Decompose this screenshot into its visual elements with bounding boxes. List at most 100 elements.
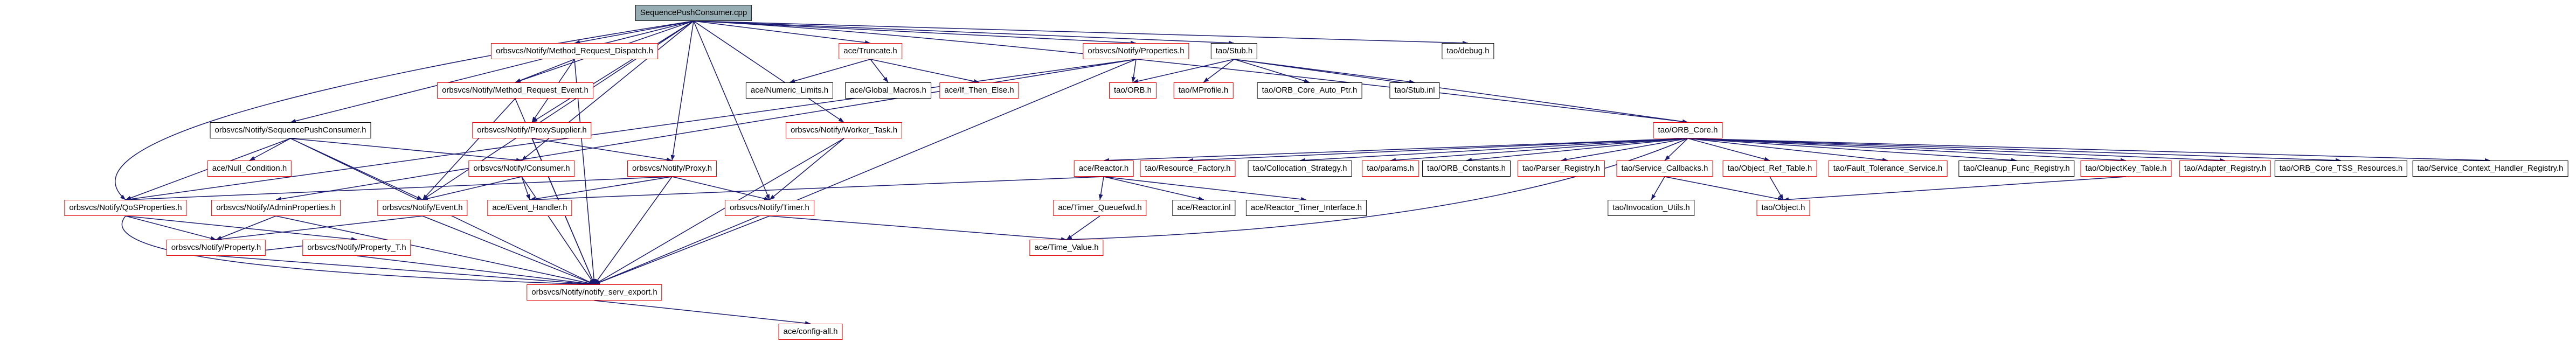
- graph-edge-orbcore-params: [1390, 138, 1688, 163]
- graph-node-objref[interactable]: tao/Object_Ref_Table.h: [1722, 160, 1817, 177]
- graph-node-worker[interactable]: orbsvcs/Notify/Worker_Task.h: [785, 122, 903, 138]
- graph-edge-cpp-worker: [693, 20, 844, 123]
- graph-edge-orbcore-objkey: [1687, 138, 2127, 163]
- graph-node-params[interactable]: tao/params.h: [1362, 160, 1419, 177]
- graph-edge-cpp-truncate: [693, 20, 871, 45]
- graph-node-svccb[interactable]: tao/Service_Callbacks.h: [1616, 160, 1713, 177]
- graph-node-stubinl[interactable]: tao/Stub.inl: [1389, 82, 1440, 99]
- graph-node-mrd[interactable]: orbsvcs/Notify/Method_Request_Dispatch.h: [491, 43, 658, 59]
- graph-node-mprofile[interactable]: tao/MProfile.h: [1173, 82, 1234, 99]
- graph-node-globmac[interactable]: ace/Global_Macros.h: [845, 82, 931, 99]
- graph-edge-props-orb: [1131, 59, 1137, 83]
- graph-node-svcctx[interactable]: tao/Service_Context_Handler_Registry.h: [2412, 160, 2568, 177]
- graph-node-debug[interactable]: tao/debug.h: [1442, 43, 1494, 59]
- graph-edge-stub-orbcoreauto: [1234, 59, 1310, 83]
- graph-edge-worker-export: [594, 138, 844, 285]
- graph-node-evhandler[interactable]: ace/Event_Handler.h: [487, 200, 572, 216]
- graph-edge-cpp-mrd: [574, 20, 694, 45]
- graph-node-mre[interactable]: orbsvcs/Notify/Method_Request_Event.h: [437, 82, 593, 99]
- graph-edge-orbcore-parser: [1561, 138, 1688, 162]
- graph-edge-cpp-proxsup: [531, 20, 694, 123]
- graph-node-ifthen[interactable]: ace/If_Then_Else.h: [939, 82, 1019, 99]
- graph-edge-reactor-evhandler: [529, 176, 1104, 202]
- graph-edge-proxsup-proxy: [531, 138, 673, 162]
- graph-node-resfact[interactable]: tao/Resource_Factory.h: [1140, 160, 1236, 177]
- graph-edge-proxy-qos: [125, 176, 673, 202]
- graph-edge-objkey-object: [1783, 176, 2127, 202]
- graph-node-export[interactable]: orbsvcs/Notify/notify_serv_export.h: [527, 284, 662, 301]
- graph-node-truncate[interactable]: ace/Truncate.h: [839, 43, 902, 59]
- graph-node-fault[interactable]: tao/Fault_Tolerance_Service.h: [1828, 160, 1948, 177]
- graph-node-orb[interactable]: tao/ORB.h: [1109, 82, 1157, 99]
- graph-node-cpp: SequencePushConsumer.cpp: [635, 5, 752, 21]
- graph-edge-cpp-spch: [290, 20, 694, 123]
- graph-edge-reactor-tqfwd: [1098, 176, 1104, 200]
- graph-edge-orbcore-objref: [1687, 138, 1770, 162]
- graph-edge-cpp-props: [693, 20, 1137, 45]
- graph-edge-consumer-event: [422, 176, 522, 201]
- graph-node-qos[interactable]: orbsvcs/Notify/QoSProperties.h: [64, 200, 187, 216]
- graph-node-numlim[interactable]: ace/Numeric_Limits.h: [745, 82, 834, 99]
- graph-edge-timer-export: [594, 215, 770, 285]
- graph-node-reactinl[interactable]: ace/Reactor.inl: [1172, 200, 1236, 216]
- graph-edge-reactor-rti: [1103, 176, 1307, 201]
- graph-edge-propt-export: [356, 255, 595, 286]
- graph-node-reactor[interactable]: ace/Reactor.h: [1074, 160, 1134, 177]
- graph-node-orbconst[interactable]: tao/ORB_Constants.h: [1422, 160, 1511, 177]
- graph-edge-property-export: [216, 255, 595, 287]
- graph-node-props[interactable]: orbsvcs/Notify/Properties.h: [1083, 43, 1189, 59]
- graph-edge-qos-propt: [125, 215, 357, 241]
- graph-node-tss[interactable]: tao/ORB_Core_TSS_Resources.h: [2274, 160, 2408, 177]
- graph-edge-orbcore-cleanup: [1687, 138, 2017, 163]
- graph-node-proxsup[interactable]: orbsvcs/Notify/ProxySupplier.h: [472, 122, 592, 138]
- graph-edge-cpp-orbcore: [693, 20, 1688, 124]
- graph-edge-cpp-proxy: [670, 20, 694, 161]
- graph-edge-stub-orbcore: [1234, 59, 1688, 124]
- graph-edge-spch-nullcond: [249, 138, 291, 161]
- graph-node-colloc[interactable]: tao/Collocation_Strategy.h: [1248, 160, 1352, 177]
- graph-node-adapter[interactable]: tao/Adapter_Registry.h: [2179, 160, 2272, 177]
- graph-node-admin[interactable]: orbsvcs/Notify/AdminProperties.h: [211, 200, 341, 216]
- graph-edge-admin-property: [216, 215, 276, 240]
- graph-edge-timer-timeval: [769, 215, 1067, 242]
- graph-node-nullcond[interactable]: ace/Null_Condition.h: [207, 160, 292, 177]
- graph-edge-props-export: [594, 59, 1137, 285]
- graph-edge-event-export: [422, 215, 595, 285]
- graph-node-property[interactable]: orbsvcs/Notify/Property.h: [166, 240, 266, 256]
- graph-node-proxy[interactable]: orbsvcs/Notify/Proxy.h: [627, 160, 717, 177]
- graph-node-rti[interactable]: ace/Reactor_Timer_Interface.h: [1245, 200, 1367, 216]
- graph-edge-orbcore-adapter: [1687, 138, 2226, 163]
- graph-node-cleanup[interactable]: tao/Cleanup_Func_Registry.h: [1958, 160, 2075, 177]
- graph-edge-cpp-stub: [693, 20, 1235, 45]
- graph-edge-qos-export: [121, 215, 595, 287]
- graph-node-spch[interactable]: orbsvcs/Notify/SequencePushConsumer.h: [210, 122, 371, 138]
- graph-edge-svccb-object: [1664, 176, 1784, 201]
- graph-edge-qos-property: [125, 215, 217, 241]
- graph-edge-truncate-globmac: [870, 59, 889, 83]
- graph-node-orbcore[interactable]: tao/ORB_Core.h: [1653, 122, 1723, 138]
- graph-edge-tqfwd-timeval: [1066, 215, 1100, 240]
- graph-edge-svccb-invutils: [1651, 176, 1665, 200]
- graph-node-timer[interactable]: orbsvcs/Notify/Timer.h: [725, 200, 814, 216]
- graph-node-configall[interactable]: ace/config-all.h: [778, 324, 843, 340]
- graph-edge-mre-event: [422, 98, 516, 200]
- graph-edge-export-configall: [594, 300, 811, 325]
- graph-edge-orbcore-svcctx: [1687, 138, 2491, 163]
- graph-node-object[interactable]: tao/Object.h: [1756, 200, 1810, 216]
- graph-node-invutils[interactable]: tao/Invocation_Utils.h: [1608, 200, 1695, 216]
- graph-node-orbcoreauto[interactable]: tao/ORB_Core_Auto_Ptr.h: [1257, 82, 1362, 99]
- graph-edge-proxy-timer: [671, 176, 770, 201]
- graph-edge-orbcore-svccb: [1664, 138, 1688, 161]
- graph-edge-consumer-evhandler: [521, 176, 530, 200]
- graph-edge-cpp-debug: [693, 20, 1469, 45]
- graph-node-objkey[interactable]: tao/ObjectKey_Table.h: [2080, 160, 2172, 177]
- graph-node-stub[interactable]: tao/Stub.h: [1210, 43, 1258, 59]
- graph-node-timeval[interactable]: ace/Time_Value.h: [1029, 240, 1104, 256]
- graph-node-parser[interactable]: tao/Parser_Registry.h: [1518, 160, 1605, 177]
- graph-node-consumer[interactable]: orbsvcs/Notify/Consumer.h: [468, 160, 575, 177]
- graph-node-tqfwd[interactable]: ace/Timer_Queuefwd.h: [1053, 200, 1147, 216]
- graph-node-event[interactable]: orbsvcs/Notify/Event.h: [377, 200, 468, 216]
- graph-node-propt[interactable]: orbsvcs/Notify/Property_T.h: [302, 240, 411, 256]
